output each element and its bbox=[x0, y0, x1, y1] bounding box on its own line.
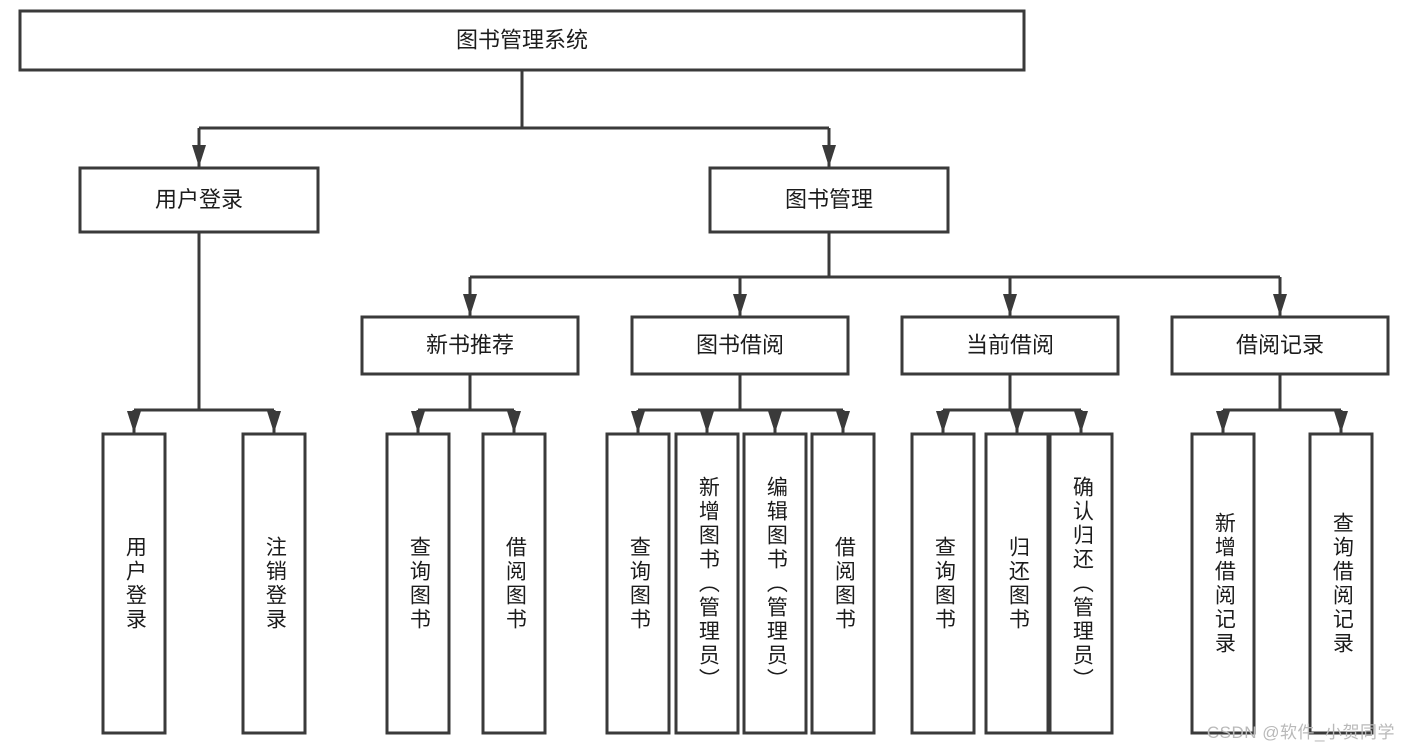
node-box-book-manage[interactable] bbox=[708, 166, 950, 234]
node-box-leaf-add-book[interactable] bbox=[674, 432, 740, 735]
arrow-head-icon-leaf-borrow-book-1 bbox=[507, 411, 521, 433]
node-label-user-login: 用户登录 bbox=[155, 187, 243, 212]
node-label-book-borrow: 图书借阅 bbox=[696, 332, 784, 357]
node-label-root: 图书管理系统 bbox=[456, 27, 588, 52]
node-box-leaf-query-book-3[interactable] bbox=[910, 432, 976, 735]
node-box-leaf-user-login[interactable] bbox=[101, 432, 167, 735]
arrow-head-icon-leaf-add-book bbox=[700, 411, 714, 433]
arrow-head-icon-leaf-edit-book bbox=[768, 411, 782, 433]
node-box-leaf-confirm-return[interactable] bbox=[1048, 432, 1114, 735]
watermark: CSDN @软件_小贺同学 bbox=[1206, 723, 1395, 742]
node-label-current-borrow: 当前借阅 bbox=[966, 332, 1054, 357]
arrow-head-icon-level3-2 bbox=[1003, 294, 1017, 316]
node-box-leaf-query-record[interactable] bbox=[1308, 432, 1374, 735]
node-box-leaf-user-logout[interactable] bbox=[241, 432, 307, 735]
arrow-head-icon-leaf-borrow-book-2 bbox=[836, 411, 850, 433]
arrow-head-icon-leaf-query-book-3 bbox=[936, 411, 950, 433]
connectors-layer bbox=[127, 70, 1348, 433]
arrow-head-icon-level2-1 bbox=[822, 145, 836, 167]
node-label-book-manage: 图书管理 bbox=[785, 187, 873, 212]
node-box-root[interactable] bbox=[18, 9, 1026, 72]
arrow-head-icon-leaf-user-login bbox=[127, 411, 141, 433]
node-box-leaf-edit-book[interactable] bbox=[742, 432, 808, 735]
arrow-head-icon-leaf-return-book bbox=[1010, 411, 1024, 433]
node-box-book-borrow[interactable] bbox=[630, 315, 850, 376]
node-box-leaf-return-book[interactable] bbox=[984, 432, 1050, 735]
node-box-leaf-borrow-book-2[interactable] bbox=[810, 432, 876, 735]
node-label-new-book-rec: 新书推荐 bbox=[426, 332, 514, 357]
arrow-head-icon-level3-0 bbox=[463, 294, 477, 316]
node-label-borrow-record: 借阅记录 bbox=[1236, 332, 1324, 357]
node-box-leaf-query-book-2[interactable] bbox=[605, 432, 671, 735]
node-box-new-book-rec[interactable] bbox=[360, 315, 580, 376]
arrow-head-icon-level3-1 bbox=[733, 294, 747, 316]
node-box-borrow-record[interactable] bbox=[1170, 315, 1390, 376]
arrow-head-icon-level3-3 bbox=[1273, 294, 1287, 316]
node-box-leaf-add-record[interactable] bbox=[1190, 432, 1256, 735]
arrow-head-icon-leaf-query-book-1 bbox=[411, 411, 425, 433]
node-box-user-login[interactable] bbox=[78, 166, 320, 234]
node-box-leaf-query-book-1[interactable] bbox=[385, 432, 451, 735]
arrow-head-icon-leaf-query-book-2 bbox=[631, 411, 645, 433]
node-box-current-borrow[interactable] bbox=[900, 315, 1120, 376]
node-box-leaf-borrow-book-1[interactable] bbox=[481, 432, 547, 735]
arrow-head-icon-leaf-user-logout bbox=[267, 411, 281, 433]
arrow-head-icon-leaf-confirm-return bbox=[1074, 411, 1088, 433]
arrow-head-icon-leaf-query-record bbox=[1334, 411, 1348, 433]
arrow-head-icon-level2-0 bbox=[192, 145, 206, 167]
arrow-head-icon-leaf-add-record bbox=[1216, 411, 1230, 433]
boxes-layer bbox=[18, 9, 1390, 735]
